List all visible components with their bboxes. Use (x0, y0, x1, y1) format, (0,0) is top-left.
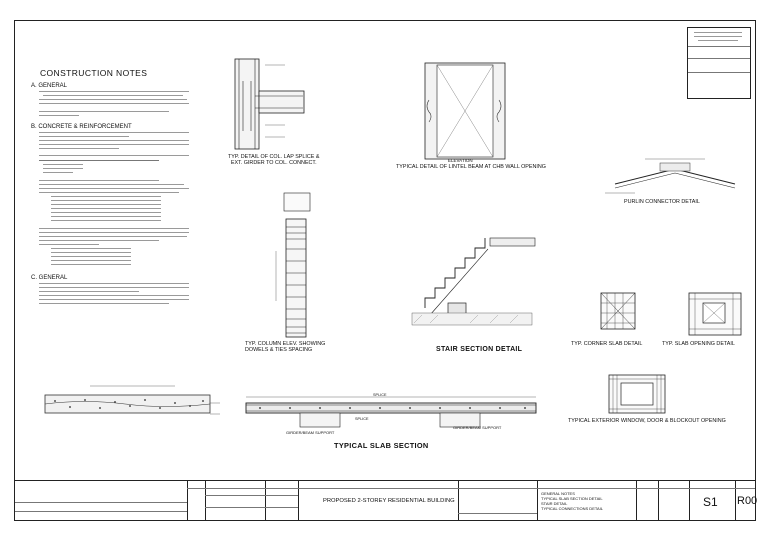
notes-title: CONSTRUCTION NOTES (40, 68, 148, 78)
purlin-caption: PURLIN CONNECTOR DETAIL (624, 199, 700, 205)
splice-bottom-label: SPLICE (355, 417, 369, 421)
title-block: PROPOSED 2-STOREY RESIDENTIAL BUILDING G… (15, 480, 758, 521)
slab-section-drawing (245, 396, 537, 428)
slab-strip-drawing (44, 385, 220, 415)
column-elev-caption: TYP. COLUMN ELEV. SHOWING DOWELS & TIES … (245, 341, 326, 354)
col-splice-caption: TYP. DETAIL OF COL. LAP SPLICE & EXT. GI… (228, 154, 320, 167)
sheet-contents-line: TYPICAL SLAB SECTION DETAIL (541, 496, 603, 501)
drawing-sheet: CONSTRUCTION NOTES A. GENERAL B. CONCRET… (14, 20, 758, 521)
girder-left-label: GIRDER/BEAM SUPPORT (286, 430, 335, 435)
slab-opening-drawing (688, 292, 742, 336)
splice-top-label: SPLICE (373, 393, 387, 397)
exterior-window-drawing (608, 374, 666, 414)
col-splice-drawing (234, 58, 305, 150)
sheet-number: S1 (703, 495, 718, 509)
stair-section-drawing (411, 237, 536, 326)
purlin-connector-drawing (605, 158, 736, 194)
approval-box (687, 27, 751, 99)
lintel-caption: TYPICAL DETAIL OF LINTEL BEAM AT CHB WAL… (396, 164, 546, 170)
elevation-label: ELEVATION (448, 158, 473, 163)
project-title: PROPOSED 2-STOREY RESIDENTIAL BUILDING (323, 498, 455, 504)
sheet-contents-line: GENERAL NOTES (541, 491, 575, 496)
lintel-elevation-drawing (424, 62, 506, 160)
notes-section-a: A. GENERAL (31, 83, 68, 89)
sheet-contents-line: STAIR DETAIL (541, 501, 568, 506)
column-elev-drawing (275, 192, 311, 338)
sheet-contents-line: TYPICAL CONNECTIONS DETAIL (541, 506, 604, 511)
revision-number: R00 (737, 495, 758, 507)
notes-section-c: C. GENERAL (31, 275, 68, 281)
exterior-window-caption: TYPICAL EXTERIOR WINDOW, DOOR & BLOCKOUT… (568, 418, 726, 424)
corner-slab-caption: TYP. CORNER SLAB DETAIL (571, 341, 643, 347)
girder-right-label: GIRDER/BEAM SUPPORT (453, 425, 502, 430)
stair-caption: STAIR SECTION DETAIL (436, 346, 523, 353)
corner-slab-drawing (600, 292, 636, 330)
slab-opening-caption: TYP. SLAB OPENING DETAIL (662, 341, 735, 347)
notes-section-b: B. CONCRETE & REINFORCEMENT (31, 124, 132, 130)
slab-section-caption: TYPICAL SLAB SECTION (334, 441, 429, 450)
